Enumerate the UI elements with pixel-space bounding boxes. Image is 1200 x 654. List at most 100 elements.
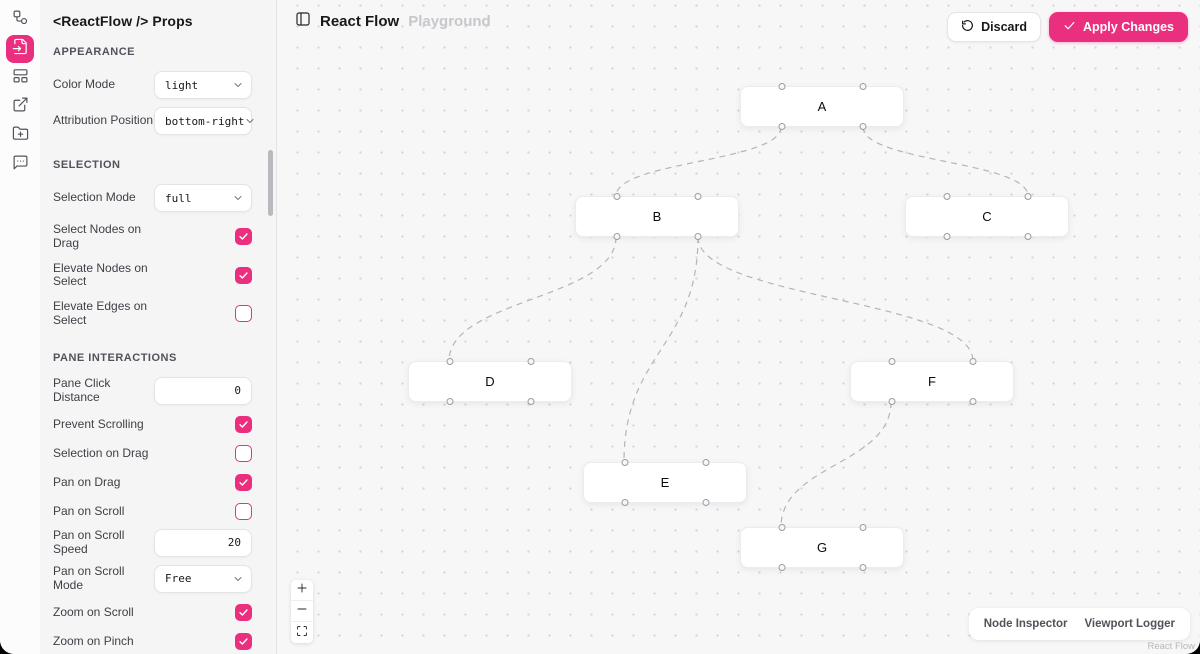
node-handle[interactable] [527,398,534,405]
node-handle[interactable] [778,524,785,531]
apply-changes-label: Apply Changes [1083,20,1174,34]
zoom-out-button[interactable] [291,601,313,622]
checkbox-pan-on-scroll[interactable] [235,503,252,521]
node-handle[interactable] [859,123,866,130]
flow-node-b[interactable]: B [575,193,739,240]
node-handle[interactable] [943,233,950,240]
select-value: bottom-right [165,114,245,128]
prop-row-pan-on-scroll-mode: Pan on Scroll Mode Free [53,563,252,593]
node-handle[interactable] [943,193,950,200]
folder-plus-icon [12,125,29,147]
prop-label: Pan on Scroll Mode [53,563,125,592]
select-selection-mode[interactable]: full [154,184,252,212]
node-handle[interactable] [702,459,709,466]
panel-scrollbar[interactable] [268,150,273,216]
node-label: G [816,540,828,555]
node-handle[interactable] [969,358,976,365]
sidebar-item-props[interactable] [6,35,34,63]
flow-node-e[interactable]: E [583,459,747,506]
input-pane-click-distance[interactable]: 0 [154,376,252,405]
flow-edge-a-b[interactable] [615,126,782,197]
select-pan-on-scroll-mode[interactable]: Free [154,564,252,593]
prop-label: Elevate Nodes on Select [53,260,148,289]
node-inspector-toggle[interactable]: Node Inspector [983,618,1068,630]
node-handle[interactable] [446,398,453,405]
input-value: 20 [227,536,241,550]
panel-toggle-icon[interactable] [295,11,311,32]
node-handle[interactable] [702,499,709,506]
node-handle[interactable] [778,83,785,90]
node-handle[interactable] [888,398,895,405]
node-label: B [652,209,662,224]
node-handle[interactable] [694,193,701,200]
flow-edge-f-g[interactable] [780,401,892,528]
flow-node-g[interactable]: G [740,524,904,571]
node-handle[interactable] [778,564,785,571]
node-handle[interactable] [446,358,453,365]
flow-node-a[interactable]: A [740,83,904,130]
brand-subtitle: Playground [408,13,491,30]
node-handle[interactable] [859,83,866,90]
node-handle[interactable] [778,123,785,130]
discard-button[interactable]: Discard [947,12,1041,42]
viewport-logger-toggle[interactable]: Viewport Logger [1084,618,1175,630]
prop-row-prevent-scrolling: Prevent Scrolling [53,416,252,434]
node-handle[interactable] [859,524,866,531]
select-color-mode[interactable]: light [154,71,252,99]
flow-edge-b-f[interactable] [697,236,974,362]
node-handle[interactable] [613,193,620,200]
node-handle[interactable] [621,459,628,466]
checkbox-select-nodes-on-drag[interactable] [235,228,252,246]
select-value: Free [165,572,192,586]
checkbox-pan-on-drag[interactable] [235,474,252,492]
layout-panels-icon [12,67,29,89]
section-heading: APPEARANCE [53,46,136,58]
prop-label: Color Mode [53,77,116,92]
sidebar-item-share[interactable] [6,93,34,121]
sidebar-item-layouts[interactable] [6,64,34,92]
sidebar-item-feedback[interactable] [6,151,34,179]
zoom-in-button[interactable] [291,580,313,601]
checkbox-elevate-nodes-on-select[interactable] [235,266,252,284]
node-handle[interactable] [621,499,628,506]
flow-node-c[interactable]: C [905,193,1069,240]
node-handle[interactable] [1024,193,1031,200]
flow-edge-b-e[interactable] [623,236,699,463]
prop-row-color-mode: Color Mode light [53,71,252,99]
plus-icon [296,581,308,599]
node-handle[interactable] [1024,233,1031,240]
fit-view-icon [296,624,308,642]
input-pan-on-scroll-speed[interactable]: 20 [154,528,252,557]
node-handle[interactable] [527,358,534,365]
chevron-down-icon [232,79,244,91]
flow-node-f[interactable]: F [850,358,1014,405]
prop-row-elevate-nodes-on-select: Elevate Nodes on Select [53,260,252,290]
check-icon [1063,19,1076,35]
sidebar-item-workflow[interactable] [6,6,34,34]
checkbox-zoom-on-pinch[interactable] [235,633,252,651]
checkbox-prevent-scrolling[interactable] [235,416,252,434]
checkbox-selection-on-drag[interactable] [235,445,252,463]
prop-row-pan-on-drag: Pan on Drag [53,474,252,492]
external-link-icon [12,96,29,118]
node-handle[interactable] [859,564,866,571]
apply-changes-button[interactable]: Apply Changes [1049,12,1188,42]
checkbox-elevate-edges-on-select[interactable] [235,305,252,323]
select-attribution-position[interactable]: bottom-right [154,107,254,135]
node-handle[interactable] [888,358,895,365]
checkbox-zoom-on-scroll[interactable] [235,604,252,622]
node-handle[interactable] [969,398,976,405]
fit-view-button[interactable] [291,622,313,643]
discard-label: Discard [981,20,1027,34]
flow-edge-a-c[interactable] [862,126,1029,197]
flow-edge-b-d[interactable] [448,236,617,362]
sidebar-item-new-project[interactable] [6,122,34,150]
file-props-icon [12,38,29,60]
flow-node-d[interactable]: D [408,358,572,405]
node-handle[interactable] [613,233,620,240]
select-value: full [165,191,192,205]
icon-rail [0,0,40,654]
node-handle[interactable] [694,233,701,240]
